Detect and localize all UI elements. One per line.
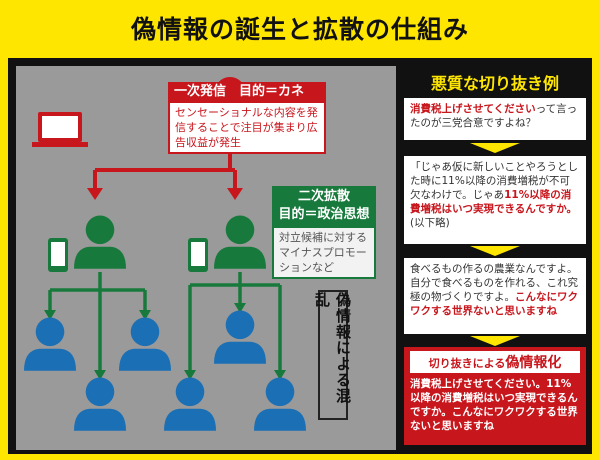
spreader-person-icon [214,215,266,269]
quote-highlight: 消費税上げさせてください [410,103,536,115]
phone-icon [48,238,68,272]
example-quote-1: 消費税上げさせてくださいって言ったのが三党合意ですよね？ [404,98,586,140]
secondary-head1: 二次拡散 [297,189,350,204]
primary-body: センセーショナルな内容を発信することで注目が集まり広告収益が発生 [168,101,326,154]
spreader-person-icon [74,215,126,269]
secondary-spread-box: 二次拡散目的＝政治思想 対立候補に対するマイナスプロモーションなど [272,186,376,279]
example-quote-3: 食べるもの作るの農業なんですよ。自分で食べるものを作れる、これ究極の物づくりです… [404,258,586,334]
down-arrow-icon [470,336,520,346]
primary-sender-box: 一次発信 目的＝カネ センセーショナルな内容を発信することで注目が集まり広告収益… [168,82,326,154]
quote-text: って言ったのが三党合意ですよね？ [410,103,578,129]
phone-icon [188,238,208,272]
disinformation-result-box: 切り抜きによる偽情報化 消費税上げさせてください。11%以降の消費増税はいつ実現… [404,347,586,445]
down-arrow-icon [470,246,520,256]
result-head-small: 切り抜きによる [428,357,506,370]
quote-highlight: こんなにワクワクする世界ないと思いますね [410,291,578,317]
down-arrow-icon [470,143,520,153]
green-arrows [48,272,282,372]
chaos-label: 偽情報による混乱 [313,290,352,420]
quote-text: 「じゃあ仮に新しいことやろうとした時に11%以降の消費増税が不可欠なわけで。じゃ… [410,161,578,201]
affected-people-icons [24,310,306,431]
example-quote-2: 「じゃあ仮に新しいことやろうとした時に11%以降の消費増税が不可欠なわけで。じゃ… [404,156,586,244]
red-arrows [93,140,237,190]
quote-highlight: 11%以降の消費増税はいつ実現できるんですか。 [410,189,578,215]
secondary-head2: 目的＝政治思想 [278,207,370,222]
laptop-icon [32,112,88,147]
secondary-body: 対立候補に対するマイナスプロモーションなど [272,226,376,279]
result-heading: 切り抜きによる偽情報化 [410,351,580,373]
primary-head: 一次発信 目的＝カネ [168,82,326,101]
quote-text: 食べるもの作るの農業なんですよ。自分で食べるものを作れる、これ究極の物づくりです… [410,263,578,303]
page-title: 偽情報の誕生と拡散の仕組み [130,15,469,44]
examples-heading: 悪質な切り抜き例 [430,74,559,93]
result-body: 消費税上げさせてください。11%以降の消費増税はいつ実現できるんですか。こんなに… [410,378,578,432]
result-head-big: 偽情報化 [505,355,562,371]
quote-text: (以下略) [410,217,450,229]
